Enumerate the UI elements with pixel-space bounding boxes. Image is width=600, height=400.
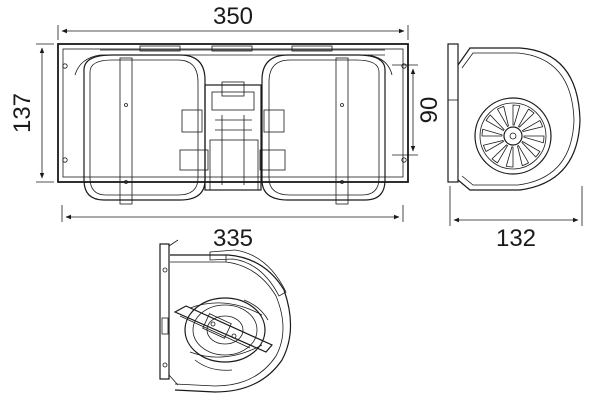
side-view: 132	[447, 43, 583, 252]
dim-base-width: 335	[61, 205, 404, 252]
dim-height: 137	[9, 43, 54, 183]
fan-blade	[517, 108, 535, 128]
fan-blade	[491, 144, 509, 164]
fan-blade	[521, 119, 544, 132]
fan-blade	[521, 140, 541, 158]
bracket-section	[173, 305, 273, 353]
fan-blade	[505, 146, 514, 168]
fan-wheel-outer	[474, 97, 552, 175]
dim-label-335: 335	[213, 225, 253, 252]
fan-blade	[496, 105, 509, 128]
fan-blade	[482, 140, 505, 153]
dim-label-90: 90	[416, 97, 443, 124]
front-view: 350 335 137 90	[9, 3, 443, 252]
center-motor	[179, 81, 286, 191]
mounting-hole	[62, 63, 68, 69]
fan-blade	[512, 104, 521, 126]
dim-outlet-height: 90	[392, 64, 443, 156]
strap	[119, 57, 133, 205]
scroll-wall-section	[209, 249, 287, 297]
dim-label-350: 350	[213, 3, 253, 30]
fan-blade	[481, 128, 503, 137]
dim-label-137: 137	[9, 93, 36, 133]
section-view	[159, 239, 292, 393]
dim-overall-width: 350	[57, 3, 409, 40]
side-plate	[447, 43, 459, 183]
mounting-hole	[401, 157, 407, 163]
fan-blade	[517, 144, 530, 167]
mounting-plate	[57, 43, 409, 183]
section-impeller	[184, 297, 266, 363]
fan-blade	[485, 114, 505, 132]
mounting-hole	[401, 63, 407, 69]
mounting-hole	[62, 157, 68, 163]
dim-side-depth: 132	[449, 186, 583, 252]
fan-blade	[523, 135, 545, 144]
strap	[335, 57, 349, 205]
dim-label-132: 132	[496, 225, 536, 252]
right-blower-housing	[261, 54, 393, 205]
fan-blades	[481, 104, 545, 168]
fan-hub	[503, 126, 523, 146]
section-plate	[159, 243, 170, 380]
